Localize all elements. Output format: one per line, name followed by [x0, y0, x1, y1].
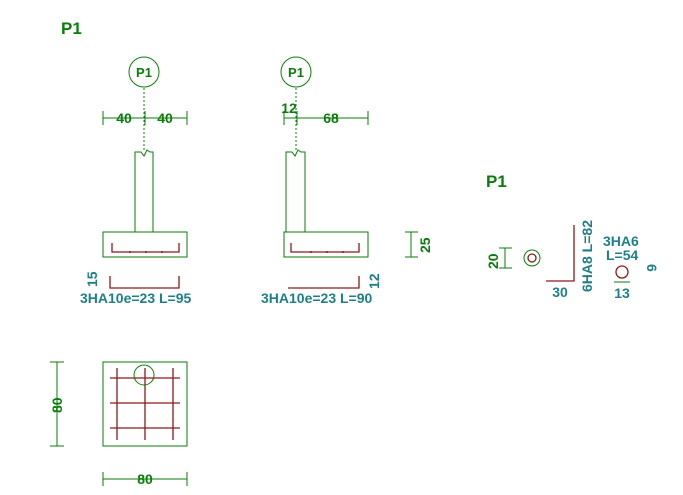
- height-dim: 25: [417, 237, 433, 253]
- left-dim-a: 40: [116, 110, 132, 126]
- detail-title: P1: [486, 172, 507, 191]
- left-column-outline: [134, 149, 154, 232]
- left-hook-dim: 15: [84, 271, 100, 287]
- right-dim-a: 12: [281, 100, 297, 116]
- right-footing: [283, 231, 369, 258]
- right-hook-dim: 12: [366, 273, 382, 289]
- right-rebar-label: 3HA10e=23 L=90: [261, 290, 373, 306]
- left-column-label: P1: [136, 65, 152, 80]
- stirrup-dim-a: 13: [614, 285, 630, 301]
- detail-bar-circle: [523, 249, 541, 267]
- plan-hdim: 80: [137, 471, 153, 487]
- left-rebar-in: [111, 243, 180, 253]
- right-rebar-in: [290, 243, 360, 253]
- right-rebar-detail: [288, 276, 360, 289]
- right-elevation: P1 12 68 12 3HA10e=23 L=90 25: [261, 56, 433, 306]
- stirrup-shape: [615, 265, 629, 279]
- right-column-label: P1: [288, 65, 304, 80]
- left-rebar-detail: [109, 276, 180, 289]
- right-column-bubble[interactable]: [280, 56, 312, 88]
- detail-hdim: 30: [552, 284, 568, 300]
- detail-lbar: [546, 225, 575, 282]
- stirrup-name: 3HA6: [603, 233, 639, 249]
- left-elevation: P1 40 40 15 3HA10e=23 L=95: [80, 56, 192, 306]
- left-footing: [102, 231, 188, 258]
- plan-footing: [102, 361, 188, 447]
- plan-column-circle: [133, 364, 155, 386]
- detail-bar-core: [527, 253, 537, 263]
- main-title: P1: [61, 19, 82, 38]
- plan-vdim: 80: [49, 397, 65, 413]
- right-column-outline: [285, 149, 306, 232]
- stirrup-dim-b: 6: [644, 264, 660, 272]
- detail-vdim: 20: [485, 253, 501, 269]
- detail-view: P1 20 30 6HA8 L=82 3HA6 L=54 13 6: [485, 172, 660, 301]
- detail-vert-label: 6HA8 L=82: [579, 220, 595, 292]
- stirrup-len: L=54: [606, 247, 639, 263]
- left-rebar-label: 3HA10e=23 L=95: [80, 290, 192, 306]
- right-dim-b: 68: [323, 110, 339, 126]
- left-column-bubble[interactable]: [128, 56, 160, 88]
- plan-view: 80 80: [49, 361, 188, 487]
- left-dim-b: 40: [157, 110, 173, 126]
